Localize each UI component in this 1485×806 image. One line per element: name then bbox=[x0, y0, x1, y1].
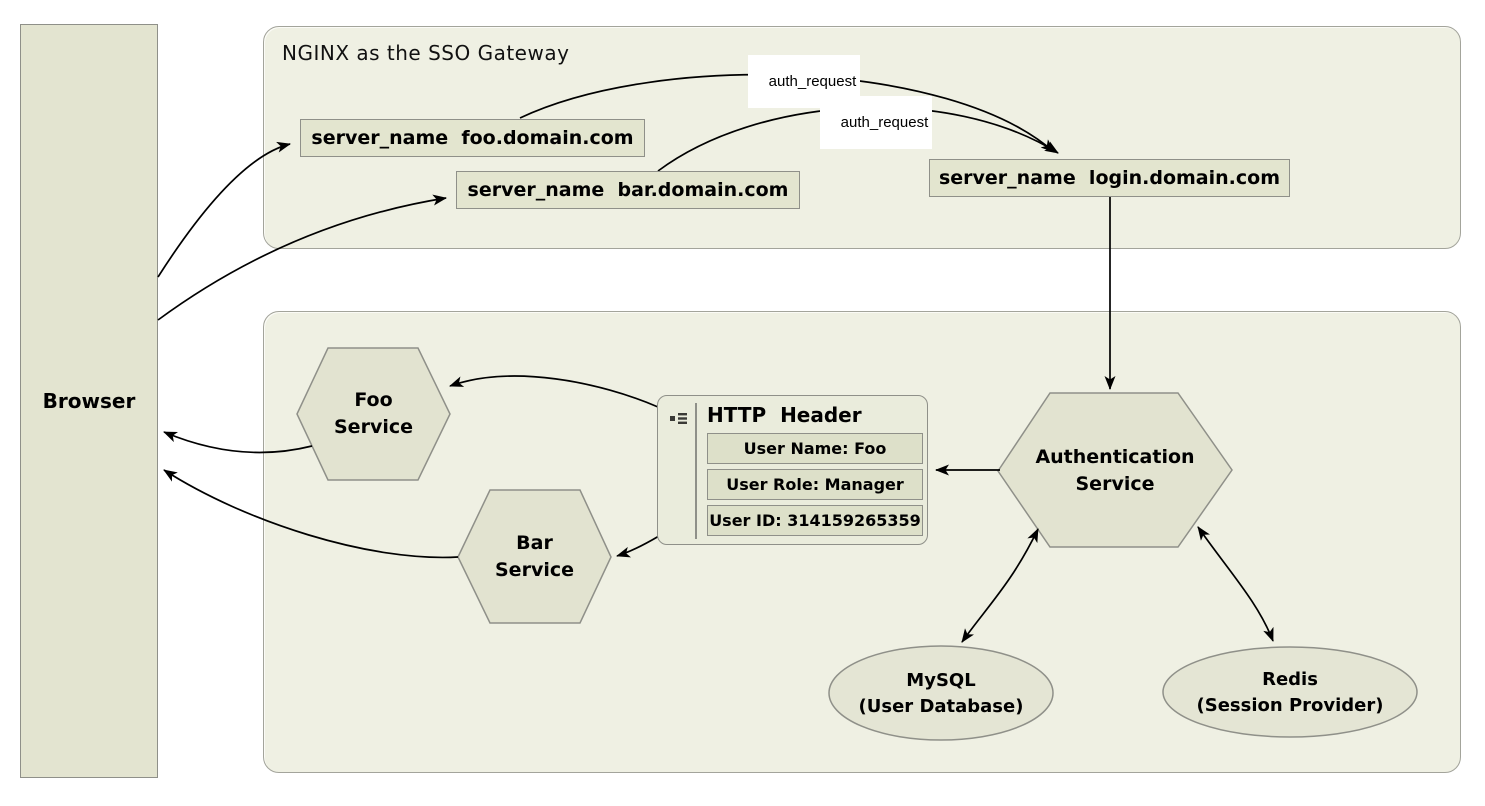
bar-service-hexagon bbox=[457, 489, 612, 624]
auth-request-edge-label-bar: auth_request bbox=[820, 96, 933, 149]
browser-node-label: Browser bbox=[42, 389, 136, 413]
mysql-line2: (User Database) bbox=[858, 696, 1024, 717]
auth-request-text: auth_request bbox=[768, 73, 857, 90]
server-name-bar-node: server_name bar.domain.com bbox=[456, 171, 800, 209]
http-header-row-user-id: User ID: 314159265359 bbox=[707, 505, 923, 536]
arrow-foo-service-to-browser bbox=[163, 431, 313, 454]
authentication-service-line1: Authentication bbox=[1035, 446, 1195, 468]
server-name-login-label: server_name login.domain.com bbox=[938, 167, 1281, 189]
http-header-node: HTTP Header User Name: Foo User Role: Ma… bbox=[657, 395, 928, 545]
redis-line1: Redis bbox=[1262, 669, 1318, 690]
header-divider bbox=[695, 403, 697, 539]
mysql-label: MySQL (User Database) bbox=[829, 668, 1053, 720]
authentication-service-hexagon bbox=[997, 392, 1233, 548]
arrow-browser-to-bar-server bbox=[157, 194, 447, 321]
arrow-bar-service-to-browser bbox=[163, 469, 459, 559]
server-name-bar-label: server_name bar.domain.com bbox=[467, 179, 789, 201]
auth-request-text: auth_request bbox=[840, 114, 929, 131]
mysql-ellipse bbox=[828, 645, 1054, 741]
redis-ellipse bbox=[1162, 646, 1418, 738]
server-name-login-node: server_name login.domain.com bbox=[929, 159, 1290, 197]
list-icon bbox=[670, 413, 687, 424]
server-name-foo-label: server_name foo.domain.com bbox=[311, 127, 634, 149]
authentication-service-line2: Service bbox=[1075, 473, 1155, 495]
http-header-row-user-name: User Name: Foo bbox=[707, 433, 923, 464]
http-header-title: HTTP Header bbox=[707, 403, 862, 427]
foo-service-line2: Service bbox=[334, 416, 413, 438]
browser-node: Browser bbox=[20, 24, 158, 778]
bar-service-line1: Bar bbox=[516, 532, 553, 554]
auth-request-edge-label-foo: auth_request bbox=[748, 55, 861, 108]
arrow-browser-to-foo-server bbox=[157, 141, 291, 278]
redis-label: Redis (Session Provider) bbox=[1163, 667, 1417, 719]
bar-service-line2: Service bbox=[495, 559, 574, 581]
arrow-auth-service-mysql-bidirectional bbox=[961, 528, 1039, 643]
bar-service-label: Bar Service bbox=[458, 530, 611, 584]
arrow-auth-service-redis-bidirectional bbox=[1197, 526, 1274, 642]
foo-service-label: Foo Service bbox=[297, 387, 450, 441]
server-name-foo-node: server_name foo.domain.com bbox=[300, 119, 645, 157]
nginx-gateway-group-title: NGINX as the SSO Gateway bbox=[282, 41, 570, 65]
foo-service-hexagon bbox=[296, 347, 451, 481]
mysql-line1: MySQL bbox=[906, 670, 976, 691]
arrow-http-header-to-foo-service bbox=[449, 375, 659, 408]
arrow-http-header-to-bar-service bbox=[616, 535, 660, 558]
foo-service-line1: Foo bbox=[354, 389, 393, 411]
http-header-row-user-role: User Role: Manager bbox=[707, 469, 923, 500]
redis-line2: (Session Provider) bbox=[1196, 695, 1384, 716]
authentication-service-label: Authentication Service bbox=[1000, 444, 1230, 498]
